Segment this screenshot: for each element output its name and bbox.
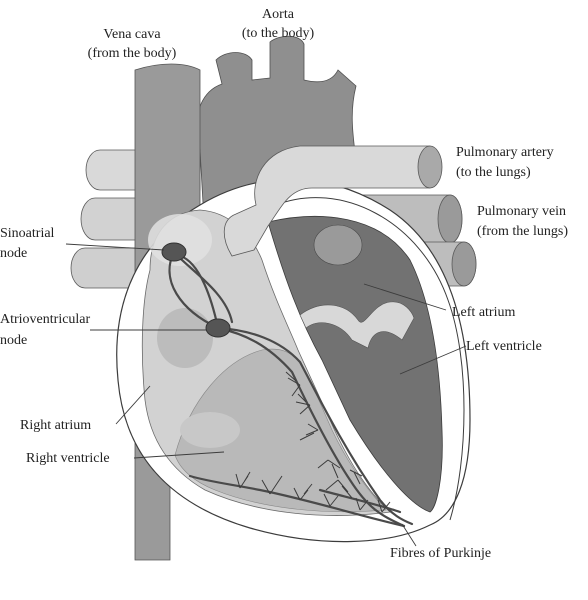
label-pulmonary-artery-sub: (to the lungs): [456, 165, 531, 180]
tricuspid-valve-area: [180, 412, 240, 448]
left-ventricle-wall: [275, 197, 465, 521]
sinoatrial-node: [161, 242, 187, 262]
purkinje-branches: [235, 371, 391, 513]
label-sinoatrial: Sinoatrial: [0, 226, 55, 241]
label-purkinje: Fibres of Purkinje: [390, 546, 491, 561]
leader-lines: [65, 243, 467, 547]
label-right-ventricle: Right ventricle: [26, 451, 110, 466]
label-pulmonary-vein: Pulmonary vein: [477, 204, 566, 219]
atrioventricular-node: [205, 318, 231, 338]
label-pulmonary-artery: Pulmonary artery: [456, 145, 554, 160]
pulmonary-vein-opening: [313, 224, 363, 266]
label-atrioventricular-sub: node: [0, 333, 27, 348]
label-aorta-sub: (to the body): [242, 26, 315, 41]
right-ventricle-shape: [174, 348, 387, 513]
left-heart-chambers: [267, 216, 443, 513]
mitral-valve: [299, 301, 415, 349]
label-atrioventricular: Atrioventricular: [0, 312, 91, 327]
label-sinoatrial-sub: node: [0, 246, 27, 261]
label-vena-cava: Vena cava: [103, 27, 161, 42]
label-right-atrium: Right atrium: [20, 418, 91, 433]
right-atrium-opening: [157, 308, 213, 368]
label-aorta: Aorta: [262, 7, 295, 22]
label-left-atrium: Left atrium: [452, 305, 515, 320]
pulmonary-artery-shape: [223, 145, 443, 257]
label-left-ventricle: Left ventricle: [466, 339, 542, 354]
label-pulmonary-vein-sub: (from the lungs): [477, 224, 568, 239]
label-vena-cava-sub: (from the body): [88, 46, 177, 61]
